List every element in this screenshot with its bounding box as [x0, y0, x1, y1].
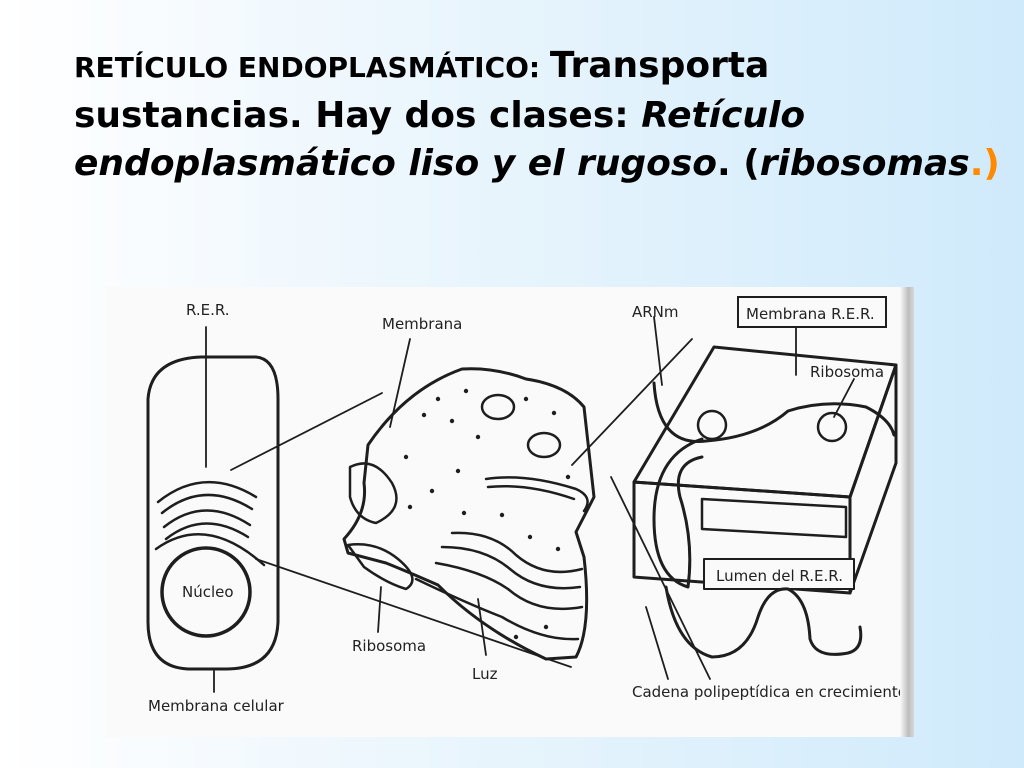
- rer-fold-2: [160, 493, 254, 515]
- ribosome-dot: [403, 454, 409, 460]
- lumen-slot: [700, 497, 848, 539]
- rer-fold-1: [156, 480, 258, 504]
- ribosome-dot: [461, 510, 467, 516]
- ribosoma-leader: [377, 586, 382, 633]
- ribosome-dot: [523, 396, 529, 402]
- zoom-line-bottom: [255, 558, 572, 668]
- ribosome-dot: [429, 488, 435, 494]
- rer-fold-5: [154, 533, 266, 567]
- rer-fold-4: [164, 522, 250, 541]
- ribosome-dots: [403, 388, 571, 640]
- er-fold-6: [414, 577, 580, 641]
- diagram-panel: R.E.R. Membrana ARNm Membrana R.E.R. Rib…: [106, 287, 914, 737]
- ribosome-dot: [435, 396, 441, 402]
- ribosome-dot: [449, 418, 455, 424]
- label-cadena: Cadena polipeptídica en crecimiento: [632, 683, 907, 701]
- label-membrana: Membrana: [382, 315, 462, 333]
- er-fold-1: [484, 476, 589, 513]
- title-part-italic: Retículo endoplasmático liso y el rugoso: [74, 95, 806, 184]
- label-lumen: Lumen del R.E.R.: [716, 567, 843, 585]
- lumen-box: [703, 558, 855, 590]
- title-part-ribosomas: ribosomas: [759, 143, 970, 184]
- ribosome-dot: [463, 388, 469, 394]
- ribosome-dot: [565, 474, 571, 480]
- rer-block-side: [848, 363, 898, 595]
- label-ribosoma-right: Ribosoma: [810, 363, 884, 381]
- ribosome-dot: [499, 512, 505, 518]
- ribosome-dot: [407, 504, 413, 510]
- arnm-connector: [571, 338, 693, 466]
- label-luz: Luz: [472, 665, 498, 683]
- title-part-caps: RETÍCULO ENDOPLASMÁTICO:: [74, 51, 550, 84]
- er-hole-mid: [526, 431, 562, 459]
- ribosome-left: [696, 409, 728, 441]
- rer-fold-3: [162, 509, 252, 529]
- er-fold-2: [486, 484, 576, 501]
- title-part-closing: .): [969, 143, 1000, 184]
- polypeptide-chain: [664, 585, 863, 659]
- mrna-strand: [652, 381, 896, 444]
- label-arnm: ARNm: [632, 303, 679, 321]
- ribosome-dot: [455, 468, 461, 474]
- er-hole-top: [480, 393, 516, 421]
- zoom-line-top: [230, 392, 383, 471]
- ribosome-dot: [475, 434, 481, 440]
- label-rer: R.E.R.: [186, 301, 230, 319]
- label-nucleo: Núcleo: [182, 583, 234, 601]
- cell-outline: [146, 355, 280, 671]
- ribosome-dot: [543, 624, 549, 630]
- chain-loop: [652, 437, 704, 589]
- ribosome-dot: [527, 534, 533, 540]
- slide-title: RETÍCULO ENDOPLASMÁTICO: Transporta sust…: [74, 42, 1004, 188]
- title-part-paren: . (: [717, 143, 760, 184]
- title-part-normal: Transporta sustancias. Hay dos clases:: [74, 45, 770, 136]
- page-edge-shadow: [900, 287, 914, 737]
- reticulum-diagram: R.E.R. Membrana ARNm Membrana R.E.R. Rib…: [146, 296, 907, 715]
- er-mass-outline: [342, 367, 596, 661]
- ribosome-dot: [551, 410, 557, 416]
- er-arm-lower: [346, 543, 414, 591]
- label-ribosoma-bottom: Ribosoma: [352, 637, 426, 655]
- er-fold-3: [450, 531, 584, 574]
- ribosome-dot: [555, 546, 561, 552]
- cadena-leader-2: [645, 606, 669, 680]
- label-membrana-celular: Membrana celular: [148, 697, 285, 715]
- er-tube-left: [348, 462, 398, 525]
- ribosome-right: [816, 411, 848, 443]
- ribosome-dot: [421, 412, 427, 418]
- arnm-leader: [653, 316, 663, 386]
- nucleus-circle: [160, 546, 252, 638]
- ribosoma-right-leader: [833, 378, 855, 418]
- cadena-leader: [610, 476, 711, 680]
- ribosome-dot: [513, 634, 519, 640]
- er-fold-4: [440, 545, 582, 590]
- label-membrana-rer: Membrana R.E.R.: [746, 305, 875, 323]
- membrana-rer-box: [737, 296, 887, 328]
- er-fold-5: [434, 561, 584, 611]
